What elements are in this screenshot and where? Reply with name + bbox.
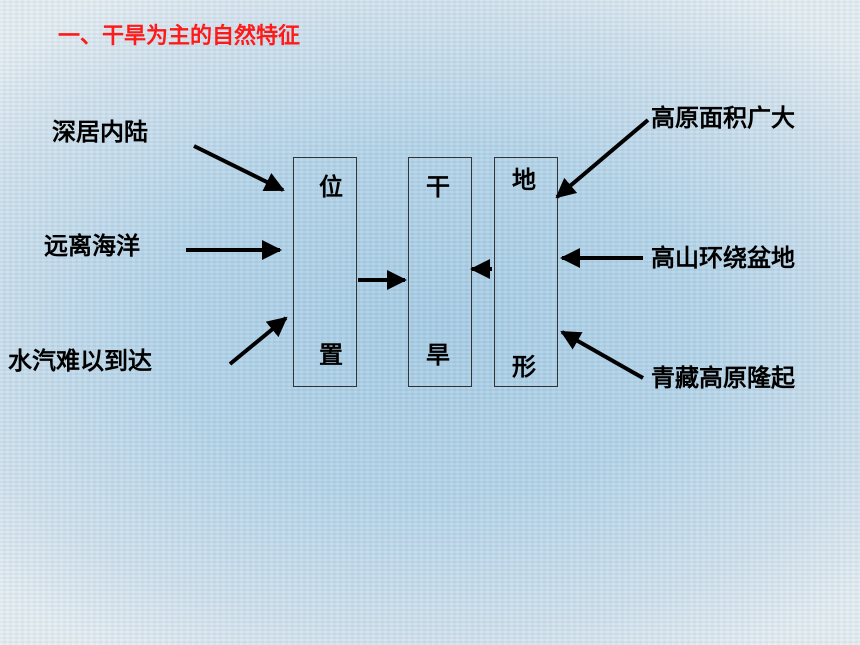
box-drought-char-top: 干 xyxy=(426,173,450,201)
factor-moisture-blocked: 水汽难以到达 xyxy=(8,347,152,375)
box-terrain-char-bottom: 形 xyxy=(512,353,536,381)
box-location-char-top: 位 xyxy=(319,173,343,201)
factor-tibet-uplift: 青藏高原隆起 xyxy=(651,364,795,392)
factor-mountains-basins: 高山环绕盆地 xyxy=(651,244,795,272)
box-drought-char-bottom: 旱 xyxy=(426,341,450,369)
arrow-inland-to-location xyxy=(193,144,285,192)
box-location xyxy=(293,157,357,387)
factor-inland: 深居内陆 xyxy=(52,118,148,146)
arrow-moisture-to-location xyxy=(228,316,288,366)
factor-plateau-area: 高原面积广大 xyxy=(651,104,795,132)
arrow-tibet-to-terrain xyxy=(560,330,644,380)
box-location-char-bottom: 置 xyxy=(319,341,343,369)
factor-far-from-ocean: 远离海洋 xyxy=(44,232,140,260)
box-terrain-char-top: 地 xyxy=(512,166,536,194)
slide-title: 一、干旱为主的自然特征 xyxy=(58,24,301,49)
arrow-plateau-to-terrain xyxy=(555,118,650,199)
box-terrain xyxy=(494,157,558,387)
